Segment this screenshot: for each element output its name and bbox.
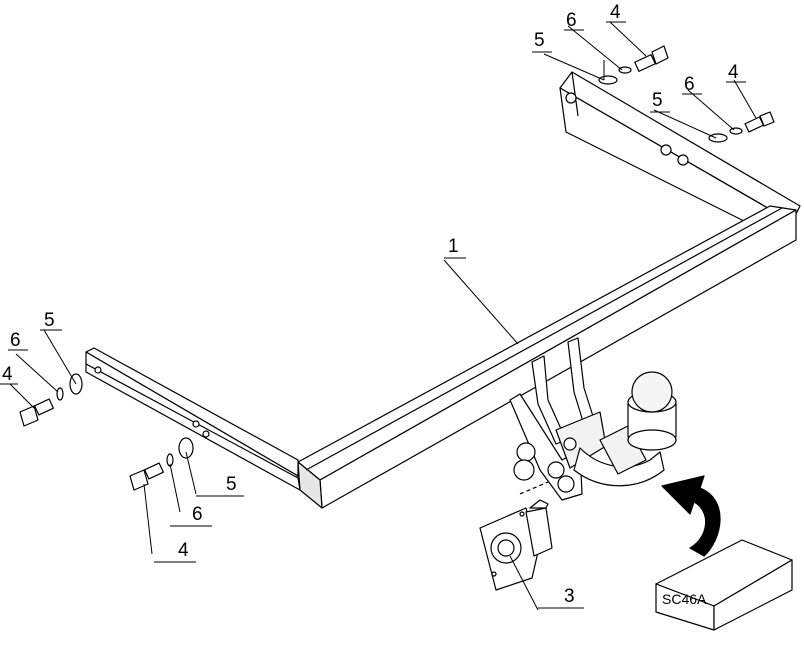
leader-lines xyxy=(9,21,757,611)
fastener-set-left-2 xyxy=(129,437,194,491)
socket-plate xyxy=(479,499,553,591)
fastener-set-top-2 xyxy=(708,111,775,143)
callout-6-top-1: 6 xyxy=(566,10,577,31)
callout-6-left-2: 6 xyxy=(192,504,203,525)
fastener-set-top-1 xyxy=(598,45,669,85)
mount-fasteners xyxy=(513,437,577,493)
towball-mount-bracket xyxy=(509,337,607,501)
callout-1: 1 xyxy=(448,236,459,257)
callout-4-left-1: 4 xyxy=(2,364,13,385)
callout-underlines xyxy=(0,21,746,609)
curved-arrow-icon xyxy=(661,475,721,557)
left-side-bracket xyxy=(85,347,301,491)
callout-6-top-2: 6 xyxy=(684,74,695,95)
callout-6-left-1: 6 xyxy=(10,330,21,351)
kit-box-label: SC46A xyxy=(662,591,707,607)
callout-4-left-2: 4 xyxy=(178,540,189,561)
main-cross-beam xyxy=(297,205,797,509)
callout-3: 3 xyxy=(564,586,575,607)
socket-plate-connector-dash xyxy=(519,481,549,495)
callout-5-top-2: 5 xyxy=(652,90,663,111)
callout-5-top-1: 5 xyxy=(534,30,545,51)
callout-5-left-2: 5 xyxy=(226,474,237,495)
kit-box xyxy=(655,539,793,631)
fastener-set-left-1 xyxy=(19,373,83,427)
callout-4-top-2: 4 xyxy=(728,62,739,83)
callout-5-left-1: 5 xyxy=(44,310,55,331)
towball-assembly xyxy=(573,371,677,487)
right-side-bracket xyxy=(559,71,801,233)
callout-4-top-1: 4 xyxy=(610,2,621,23)
